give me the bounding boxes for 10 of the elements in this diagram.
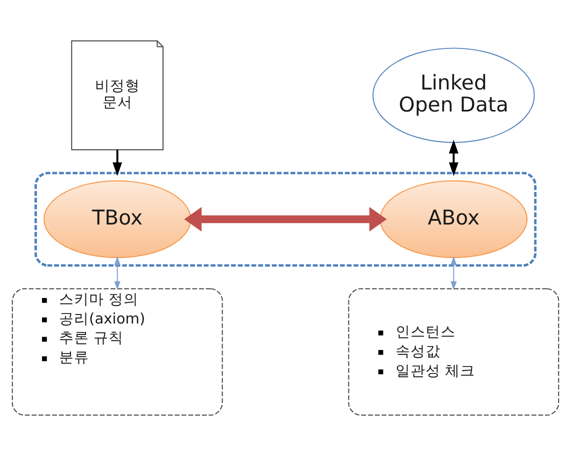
node-ellipse: Linked Open Data [372,48,535,143]
node-box: 스키마 정의 공리(axiom) 추론 규칙 분류 [12,288,223,416]
node-ellipse: TBox [43,180,192,258]
node-box: 인스턴스 속성값 일관성 체크 [348,288,560,416]
arrow [114,256,120,290]
arrow [112,150,122,176]
arrow [184,207,387,232]
node-ellipse: ABox [380,180,528,258]
arrow [448,140,458,176]
arrow [450,256,457,290]
